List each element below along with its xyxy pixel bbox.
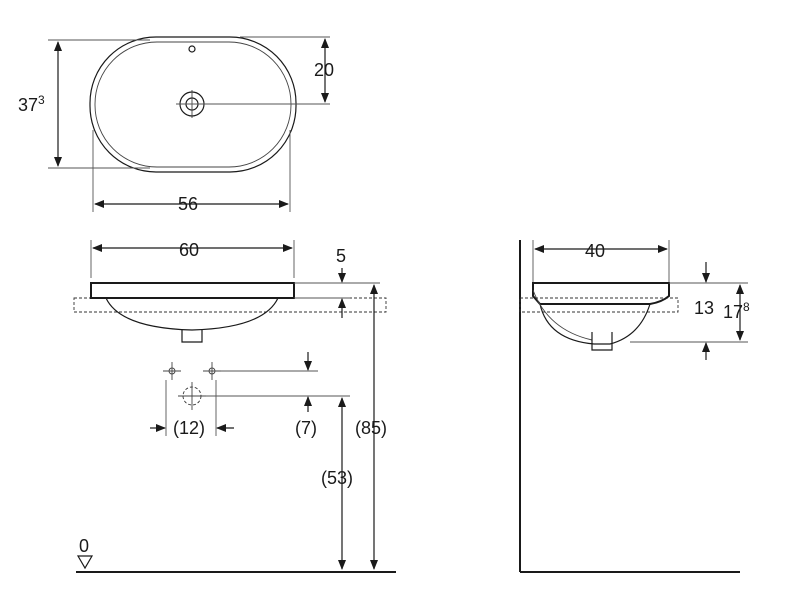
waste-spacing-label: (12): [173, 418, 205, 438]
waste-outlet: [181, 330, 203, 343]
side-basin-profile: [532, 282, 670, 305]
basin-rim: [90, 282, 295, 299]
rim-thickness-label: 5: [336, 246, 346, 266]
side-width-label: 40: [585, 241, 605, 261]
side-waste-outlet: [591, 332, 613, 351]
inner-width-label: 56: [178, 194, 198, 214]
side-basin-bowl: [539, 303, 651, 345]
waste-fitting-symbol: [163, 362, 350, 436]
floor-level-label: 0: [79, 536, 89, 556]
floor-level-marker: [76, 555, 94, 570]
side-countertop-section: [519, 297, 679, 313]
top-view: 373 20 56: [18, 36, 334, 214]
side-basin-inner-line: [532, 289, 593, 341]
waste-offset-label: (7): [295, 418, 317, 438]
tap-offset-label: 20: [314, 60, 334, 80]
total-depth-label: 178: [723, 300, 750, 322]
basin-bowl: [105, 297, 279, 331]
basin-outer-outline: [89, 36, 297, 173]
depth-label: 373: [18, 93, 45, 115]
bowl-depth-label: 13: [694, 298, 714, 318]
side-view: 40 13 178: [519, 240, 750, 573]
overall-width-label: 60: [179, 240, 199, 260]
overflow-hole: [188, 45, 196, 53]
front-view: 60 5 (12) (7): [73, 240, 396, 573]
countertop-section: [73, 297, 387, 313]
basin-inner-outline: [94, 41, 292, 168]
waste-height-label: (53): [321, 468, 353, 488]
rim-height-label: (85): [355, 418, 387, 438]
